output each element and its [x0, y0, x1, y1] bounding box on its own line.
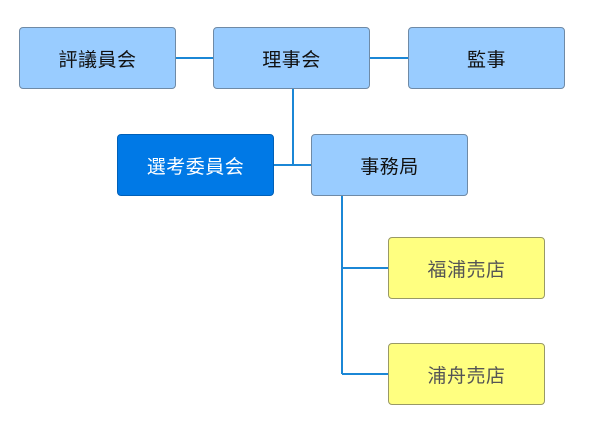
node-urafune-store[interactable]: 浦舟売店	[388, 343, 545, 405]
node-rijikai[interactable]: 理事会	[213, 27, 370, 89]
node-jimukyoku[interactable]: 事務局	[311, 134, 468, 196]
node-senko-selected[interactable]: 選考委員会	[117, 134, 274, 196]
node-fukuura-store[interactable]: 福浦売店	[388, 237, 545, 299]
node-hyogiinkai[interactable]: 評議員会	[19, 27, 176, 89]
node-kanji[interactable]: 監事	[408, 27, 565, 89]
